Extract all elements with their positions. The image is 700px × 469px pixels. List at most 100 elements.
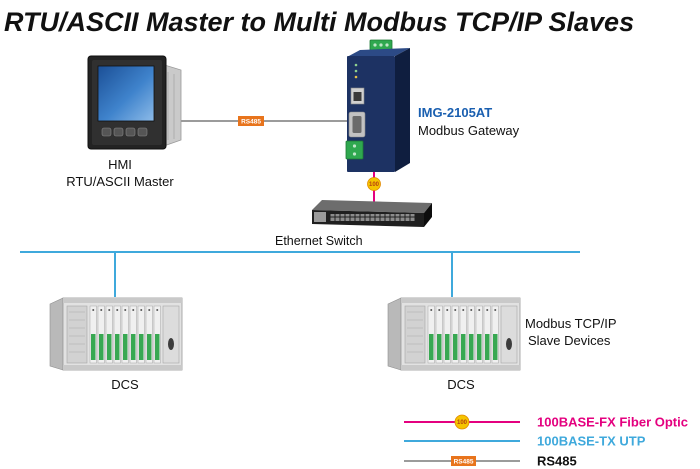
rack-io-card-indicator xyxy=(148,309,151,311)
rack-handle xyxy=(168,338,174,350)
rack-io-card-indicator xyxy=(156,309,159,311)
rack-top-rail xyxy=(63,298,182,303)
dcs-right-label: DCS xyxy=(447,377,475,392)
rack-io-card-indicator xyxy=(116,309,119,311)
gateway-db9-socket xyxy=(352,116,362,133)
hmi-role-label: RTU/ASCII Master xyxy=(66,174,174,189)
slave-caption-line1: Modbus TCP/IP xyxy=(525,316,617,331)
switch-end-face xyxy=(424,203,432,227)
rack-io-card-led-panel xyxy=(469,334,474,360)
rack-io-card-led-panel xyxy=(429,334,434,360)
rack-io-card-led-panel xyxy=(485,334,490,360)
modbus-gateway-device xyxy=(345,39,410,172)
rack-io-card-indicator xyxy=(124,309,127,311)
legend-item-rs485: RS485 RS485 xyxy=(404,454,577,469)
terminal-screw xyxy=(385,43,389,47)
dcs-left-label: DCS xyxy=(111,377,139,392)
rack-io-card-indicator xyxy=(100,309,103,311)
hmi-button xyxy=(137,127,148,137)
rack-io-card-indicator xyxy=(108,309,111,311)
rack-bottom-rail xyxy=(63,365,182,370)
rack-handle xyxy=(506,338,512,350)
hmi-button xyxy=(101,127,112,137)
rack-io-card-led-panel xyxy=(115,334,120,360)
fiber-badge: 100 xyxy=(367,177,381,191)
slave-caption-line2: Slave Devices xyxy=(528,333,611,348)
rack-io-card-led-panel xyxy=(493,334,498,360)
rack-io-card-indicator xyxy=(494,309,497,311)
legend-fiber-badge-circle xyxy=(454,414,470,430)
rack-power-module xyxy=(404,305,426,364)
rack-io-card-indicator xyxy=(132,309,135,311)
rack-io-card-led-panel xyxy=(131,334,136,360)
gateway-led xyxy=(354,75,358,79)
dcs-rack-left xyxy=(49,297,183,371)
fiber-badge-circle xyxy=(367,177,381,191)
rack-io-card-led-panel xyxy=(453,334,458,360)
terminal-screw xyxy=(373,43,377,47)
gateway-model-label: IMG-2105AT xyxy=(418,105,492,120)
rack-io-card-indicator xyxy=(140,309,143,311)
hmi-label: HMI xyxy=(108,157,132,172)
rack-io-card-indicator xyxy=(430,309,433,311)
gateway-description-label: Modbus Gateway xyxy=(418,123,520,138)
hmi-button xyxy=(125,127,136,137)
legend-rs485-badge-box xyxy=(451,456,476,466)
rack-top-rail xyxy=(401,298,520,303)
switch-label: Ethernet Switch xyxy=(275,234,363,248)
rack-io-card-led-panel xyxy=(107,334,112,360)
rack-io-card-led-panel xyxy=(445,334,450,360)
terminal-screw xyxy=(352,144,357,148)
gateway-bottom-terminal xyxy=(345,140,364,160)
legend-utp-label: 100BASE-TX UTP xyxy=(537,434,646,449)
legend-item-fiber: 100 100BASE-FX Fiber Optic xyxy=(404,415,688,430)
rack-io-card-led-panel xyxy=(477,334,482,360)
gateway-top-face xyxy=(347,48,410,57)
gateway-rj45-socket xyxy=(353,92,362,101)
legend-fiber-badge-text: 100 xyxy=(457,420,468,426)
terminal-screw xyxy=(352,152,357,156)
rack-io-card-indicator xyxy=(92,309,95,311)
legend: 100 100BASE-FX Fiber Optic 100BASE-TX UT… xyxy=(404,415,688,469)
rack-io-card-led-panel xyxy=(91,334,96,360)
rack-io-card-led-panel xyxy=(99,334,104,360)
hmi-screen xyxy=(97,65,155,122)
rack-io-card-indicator xyxy=(438,309,441,311)
rack-io-card-led-panel xyxy=(437,334,442,360)
rack-io-card-led-panel xyxy=(155,334,160,360)
legend-rs485-badge-text: RS485 xyxy=(454,459,474,466)
rack-io-card-indicator xyxy=(462,309,465,311)
rack-io-card-led-panel xyxy=(147,334,152,360)
legend-item-utp: 100BASE-TX UTP xyxy=(404,434,646,449)
rack-power-module xyxy=(66,305,88,364)
ethernet-switch-device xyxy=(312,200,432,227)
terminal-screw xyxy=(379,43,383,47)
switch-ports xyxy=(330,214,415,221)
legend-rs485-label: RS485 xyxy=(537,454,577,469)
gateway-led xyxy=(354,63,358,67)
rack-side-panel xyxy=(387,297,402,371)
rs485-badge-box xyxy=(238,116,264,126)
rack-controller-module xyxy=(500,305,518,364)
rack-io-card-indicator xyxy=(454,309,457,311)
rs485-badge-text: RS485 xyxy=(241,119,261,126)
gateway-side-face xyxy=(395,48,410,172)
rack-io-card-led-panel xyxy=(461,334,466,360)
rack-io-card-led-panel xyxy=(123,334,128,360)
diagram-title: RTU/ASCII Master to Multi Modbus TCP/IP … xyxy=(4,7,634,37)
rack-side-panel xyxy=(49,297,64,371)
dcs-rack-right xyxy=(387,297,521,371)
rack-controller-module xyxy=(162,305,180,364)
fiber-badge-text: 100 xyxy=(369,182,380,188)
rs485-badge: RS485 xyxy=(238,116,264,126)
switch-top-face xyxy=(312,200,432,213)
legend-fiber-label: 100BASE-FX Fiber Optic xyxy=(537,415,688,430)
rack-io-card-indicator xyxy=(486,309,489,311)
hmi-device xyxy=(87,55,182,150)
rack-io-card-indicator xyxy=(470,309,473,311)
rack-io-card-indicator xyxy=(446,309,449,311)
gateway-led xyxy=(354,69,358,73)
rack-io-card-indicator xyxy=(478,309,481,311)
switch-front-panel-left xyxy=(314,212,326,222)
